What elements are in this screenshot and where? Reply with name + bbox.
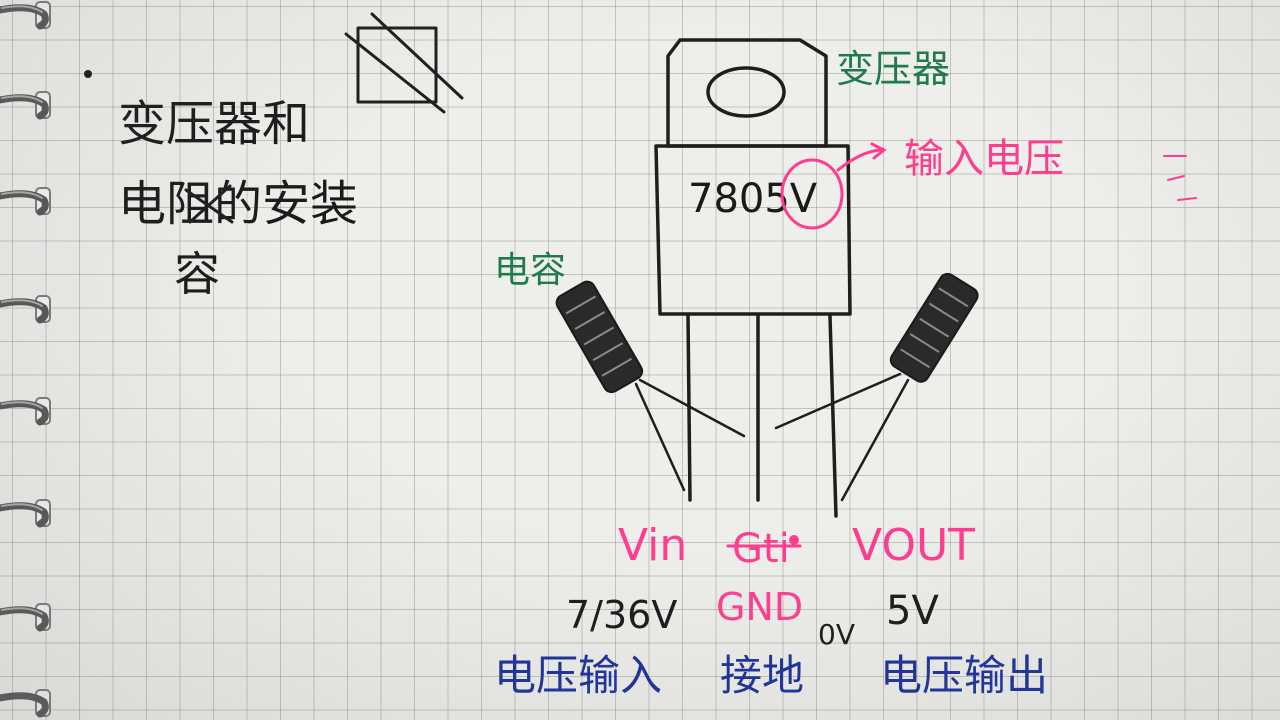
pink-dot bbox=[789, 535, 799, 545]
gnd-description: 接地 bbox=[720, 651, 804, 700]
regulator-heatsink-tab bbox=[666, 38, 828, 148]
binding-ring bbox=[0, 187, 51, 216]
vout-voltage: 5V bbox=[886, 588, 939, 634]
strike-mark bbox=[184, 184, 234, 224]
pin-gnd-crossed: Gti bbox=[732, 526, 790, 572]
capacitor-right-leads bbox=[774, 372, 910, 502]
heading-line-3: 容 bbox=[174, 247, 220, 301]
regulator-label: 变压器 bbox=[836, 47, 950, 91]
pin-vout-leg bbox=[828, 314, 838, 518]
binding-ring bbox=[0, 1, 51, 30]
binding-ring bbox=[0, 295, 51, 324]
bullet-dot bbox=[84, 70, 92, 78]
regulator-component bbox=[654, 38, 852, 518]
vin-description: 电压输入 bbox=[494, 651, 662, 700]
heading-line-2: 电阻的安装 bbox=[118, 176, 358, 232]
pin-vin-leg bbox=[686, 314, 692, 502]
capacitor-left bbox=[555, 280, 746, 492]
binding-ring bbox=[0, 499, 51, 528]
pin-vin-name: Vin bbox=[618, 520, 687, 571]
arrow-icon bbox=[836, 142, 887, 172]
binding-ring bbox=[0, 397, 51, 426]
spiral-binding bbox=[0, 1, 51, 718]
binding-ring bbox=[0, 91, 51, 120]
mounting-hole bbox=[706, 66, 786, 118]
capacitor-label: 电容 bbox=[494, 250, 566, 291]
part-number: 7805V bbox=[688, 176, 818, 222]
highlight-circle bbox=[780, 158, 844, 230]
pin-gnd-name: GND bbox=[716, 585, 803, 629]
capacitor-left-leads bbox=[634, 378, 746, 492]
heading-line-1: 变压器和 bbox=[118, 96, 310, 152]
capacitor-right bbox=[774, 272, 979, 502]
input-voltage-label: 输入电压 bbox=[904, 136, 1064, 182]
pink-scribble bbox=[1163, 155, 1197, 201]
vin-range: 7/36V bbox=[566, 593, 677, 637]
binding-ring bbox=[0, 603, 51, 632]
binding-ring bbox=[0, 689, 51, 718]
pin-vout-name: VOUT bbox=[852, 520, 975, 571]
regulator-body bbox=[654, 144, 852, 316]
crossed-box-icon bbox=[344, 12, 464, 114]
gnd-voltage: 0V bbox=[818, 618, 855, 651]
vout-description: 电压输出 bbox=[880, 651, 1048, 700]
